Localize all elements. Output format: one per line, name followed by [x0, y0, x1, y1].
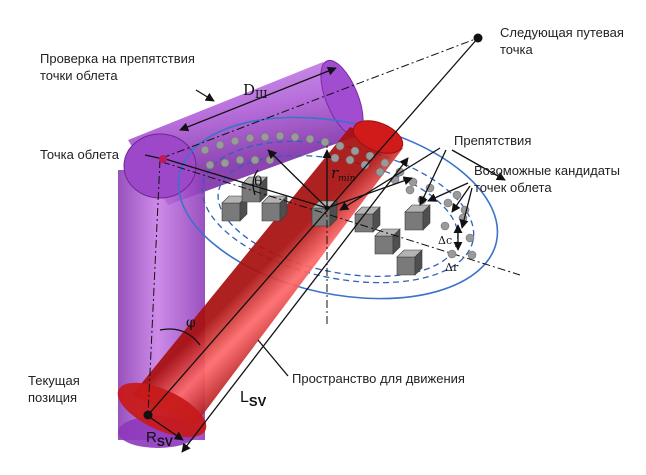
- d-dimension-arrow: [179, 66, 337, 132]
- candidate-point: [245, 133, 255, 143]
- candidate-point: [220, 158, 230, 168]
- obstacle-leader-1: [339, 147, 441, 211]
- symbol-phi: φ: [186, 315, 196, 331]
- phi-arc: [159, 328, 201, 346]
- candidate-point: [275, 131, 285, 141]
- candidate-point: [405, 185, 415, 195]
- candidate-leader-1: [427, 182, 469, 202]
- candidate-point: [290, 132, 300, 142]
- obstacle-cube: [261, 195, 288, 222]
- obstacle-leader-3: [451, 149, 506, 181]
- candidate-point: [330, 153, 340, 163]
- candidate-point: [230, 136, 240, 146]
- label-next-waypoint: Следующая путевая точка: [500, 25, 624, 57]
- next-waypoint-point: [473, 33, 483, 43]
- label-bypass-point: Точка облета: [40, 147, 119, 162]
- label-leader-motion: [257, 339, 289, 377]
- candidate-point: [235, 155, 245, 165]
- symbol-l-sv: LSV: [240, 389, 267, 409]
- symbol-theta: θ: [254, 174, 262, 190]
- candidate-point: [452, 190, 462, 200]
- line-purple-axis: [147, 159, 161, 416]
- annotation-arrows: [144, 37, 506, 453]
- candidate-point: [345, 155, 355, 165]
- label-obstacles: Препятствия: [454, 133, 532, 148]
- symbol-r-min: rmin: [331, 164, 356, 184]
- label-leader-check: [195, 89, 215, 102]
- candidate-point: [440, 221, 450, 231]
- candidate-point: [265, 155, 275, 165]
- candidate-point: [320, 137, 330, 147]
- candidate-point: [443, 198, 453, 208]
- candidate-point: [250, 155, 260, 165]
- candidate-point: [305, 134, 315, 144]
- candidate-point: [200, 145, 210, 155]
- label-candidates: Возоможные кандидаты точек облета: [474, 163, 620, 195]
- obstacle-cube: [396, 249, 423, 276]
- candidate-point: [215, 140, 225, 150]
- symbol-r-sv: RSV: [146, 429, 173, 449]
- candidate-point: [205, 160, 215, 170]
- theta-arc: [252, 169, 259, 196]
- candidate-point: [467, 250, 477, 260]
- symbol-d: DШ: [243, 81, 268, 101]
- label-motion-space: Пространство для движения: [292, 371, 465, 386]
- candidate-point: [375, 167, 385, 177]
- bypass-point: [159, 155, 167, 163]
- rs-dimension-arrow: [147, 415, 184, 441]
- candidate-point: [447, 249, 457, 259]
- candidate-leader-3: [459, 187, 473, 229]
- label-current-position: Текущая позиция: [28, 373, 80, 405]
- symbol-delta-r: Δr: [445, 261, 459, 274]
- candidate-point: [350, 146, 360, 156]
- candidate-point: [380, 158, 390, 168]
- current-position-point: [143, 410, 153, 420]
- candidate-point: [465, 233, 475, 243]
- candidate-point: [260, 132, 270, 142]
- candidate-leader-2: [451, 185, 471, 213]
- red-cylinder-top: [352, 120, 404, 154]
- l-dimension-arrow: [181, 157, 409, 453]
- label-obstacle-check: Проверка на препятствия точки облета: [40, 51, 195, 83]
- center-point: [324, 205, 330, 211]
- candidate-point: [335, 141, 345, 151]
- obstacle-leader-2: [419, 149, 447, 206]
- obstacle-cube: [404, 204, 431, 231]
- symbol-delta-c: Δc: [438, 234, 452, 247]
